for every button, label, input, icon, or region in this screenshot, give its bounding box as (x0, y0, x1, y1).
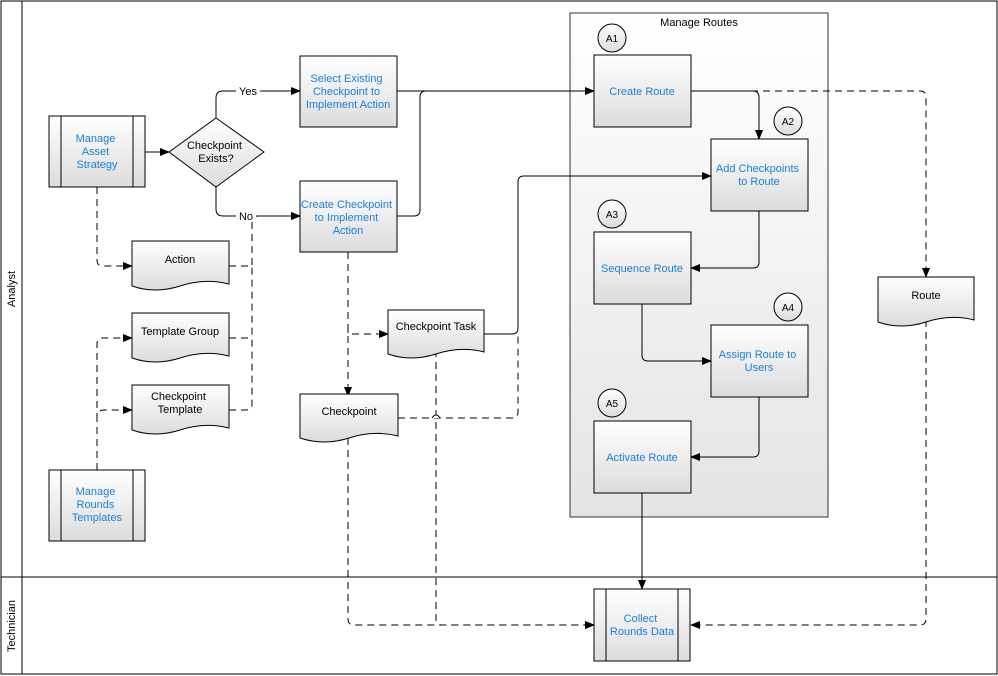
action-document-label: Action (165, 254, 196, 266)
checkpoint-template-document: Checkpoint Template (131, 384, 230, 435)
checkpoint-document: Checkpoint (299, 393, 399, 443)
step-badge-a2: A2 (773, 106, 803, 136)
select-existing-checkpoint-label: Select Existing Checkpoint to Implement … (306, 73, 390, 111)
manage-rounds-templates-label: Manage Rounds Templates (72, 486, 123, 524)
assign-route-label: Assign Route to Users (719, 349, 800, 374)
dashed-connectors (96, 90, 930, 629)
create-checkpoint-label: Create Checkpoint to Implement Action (301, 199, 395, 237)
manage-routes-title: Manage Routes (660, 17, 738, 29)
step-badge-a5-label: A5 (606, 399, 619, 410)
checkpoint-task-document: Checkpoint Task (387, 309, 485, 359)
template-group-document-label: Template Group (141, 326, 219, 338)
step-badge-a4-label: A4 (782, 303, 795, 314)
add-checkpoints-label: Add Checkpoints to Route (716, 163, 802, 188)
step-badge-a1: A1 (597, 23, 627, 53)
collect-rounds-data-subprocess[interactable]: Collect Rounds Data (593, 588, 691, 662)
sequence-route-step[interactable]: Sequence Route (593, 231, 692, 305)
lane-label-analyst: Analyst (6, 271, 18, 307)
lane-label-technician: Technician (6, 600, 18, 652)
step-badge-a4: A4 (773, 292, 803, 322)
activate-route-label: Activate Route (606, 452, 678, 464)
checkpoint-exists-decision: Checkpoint Exists? (168, 117, 265, 188)
checkpoint-template-document-label: Checkpoint Template (151, 391, 209, 416)
select-existing-checkpoint-step[interactable]: Select Existing Checkpoint to Implement … (299, 55, 398, 128)
activate-route-step[interactable]: Activate Route (593, 420, 692, 494)
create-route-label: Create Route (609, 86, 674, 98)
manage-rounds-templates-subprocess[interactable]: Manage Rounds Templates (48, 469, 146, 542)
add-checkpoints-step[interactable]: Add Checkpoints to Route (710, 138, 809, 212)
step-badge-a3: A3 (597, 199, 627, 229)
step-badge-a5: A5 (597, 388, 627, 418)
edge-label-no: No (239, 211, 253, 223)
step-badge-a2-label: A2 (782, 117, 795, 128)
step-badge-a1-label: A1 (606, 34, 619, 45)
line-hop (431, 414, 441, 419)
sequence-route-label: Sequence Route (601, 263, 683, 275)
create-route-step[interactable]: Create Route (593, 54, 692, 128)
step-badge-a3-label: A3 (606, 210, 619, 221)
assign-route-step[interactable]: Assign Route to Users (710, 324, 809, 398)
edge-labels: Yes No (236, 84, 260, 223)
action-document: Action (131, 240, 230, 291)
manage-asset-strategy-subprocess[interactable]: Manage Asset Strategy (48, 115, 146, 188)
checkpoint-document-label: Checkpoint (321, 406, 376, 418)
checkpoint-task-document-label: Checkpoint Task (396, 321, 477, 333)
solid-connectors (145, 87, 763, 590)
edge-label-yes: Yes (239, 86, 257, 98)
template-group-document: Template Group (131, 312, 230, 363)
create-checkpoint-step[interactable]: Create Checkpoint to Implement Action (299, 180, 398, 253)
route-document-label: Route (911, 290, 940, 302)
collect-rounds-data-label: Collect Rounds Data (610, 613, 675, 638)
manage-asset-strategy-label: Manage Asset Strategy (76, 133, 119, 171)
route-document: Route (877, 276, 975, 327)
checkpoint-exists-label: Checkpoint Exists? (187, 140, 245, 165)
